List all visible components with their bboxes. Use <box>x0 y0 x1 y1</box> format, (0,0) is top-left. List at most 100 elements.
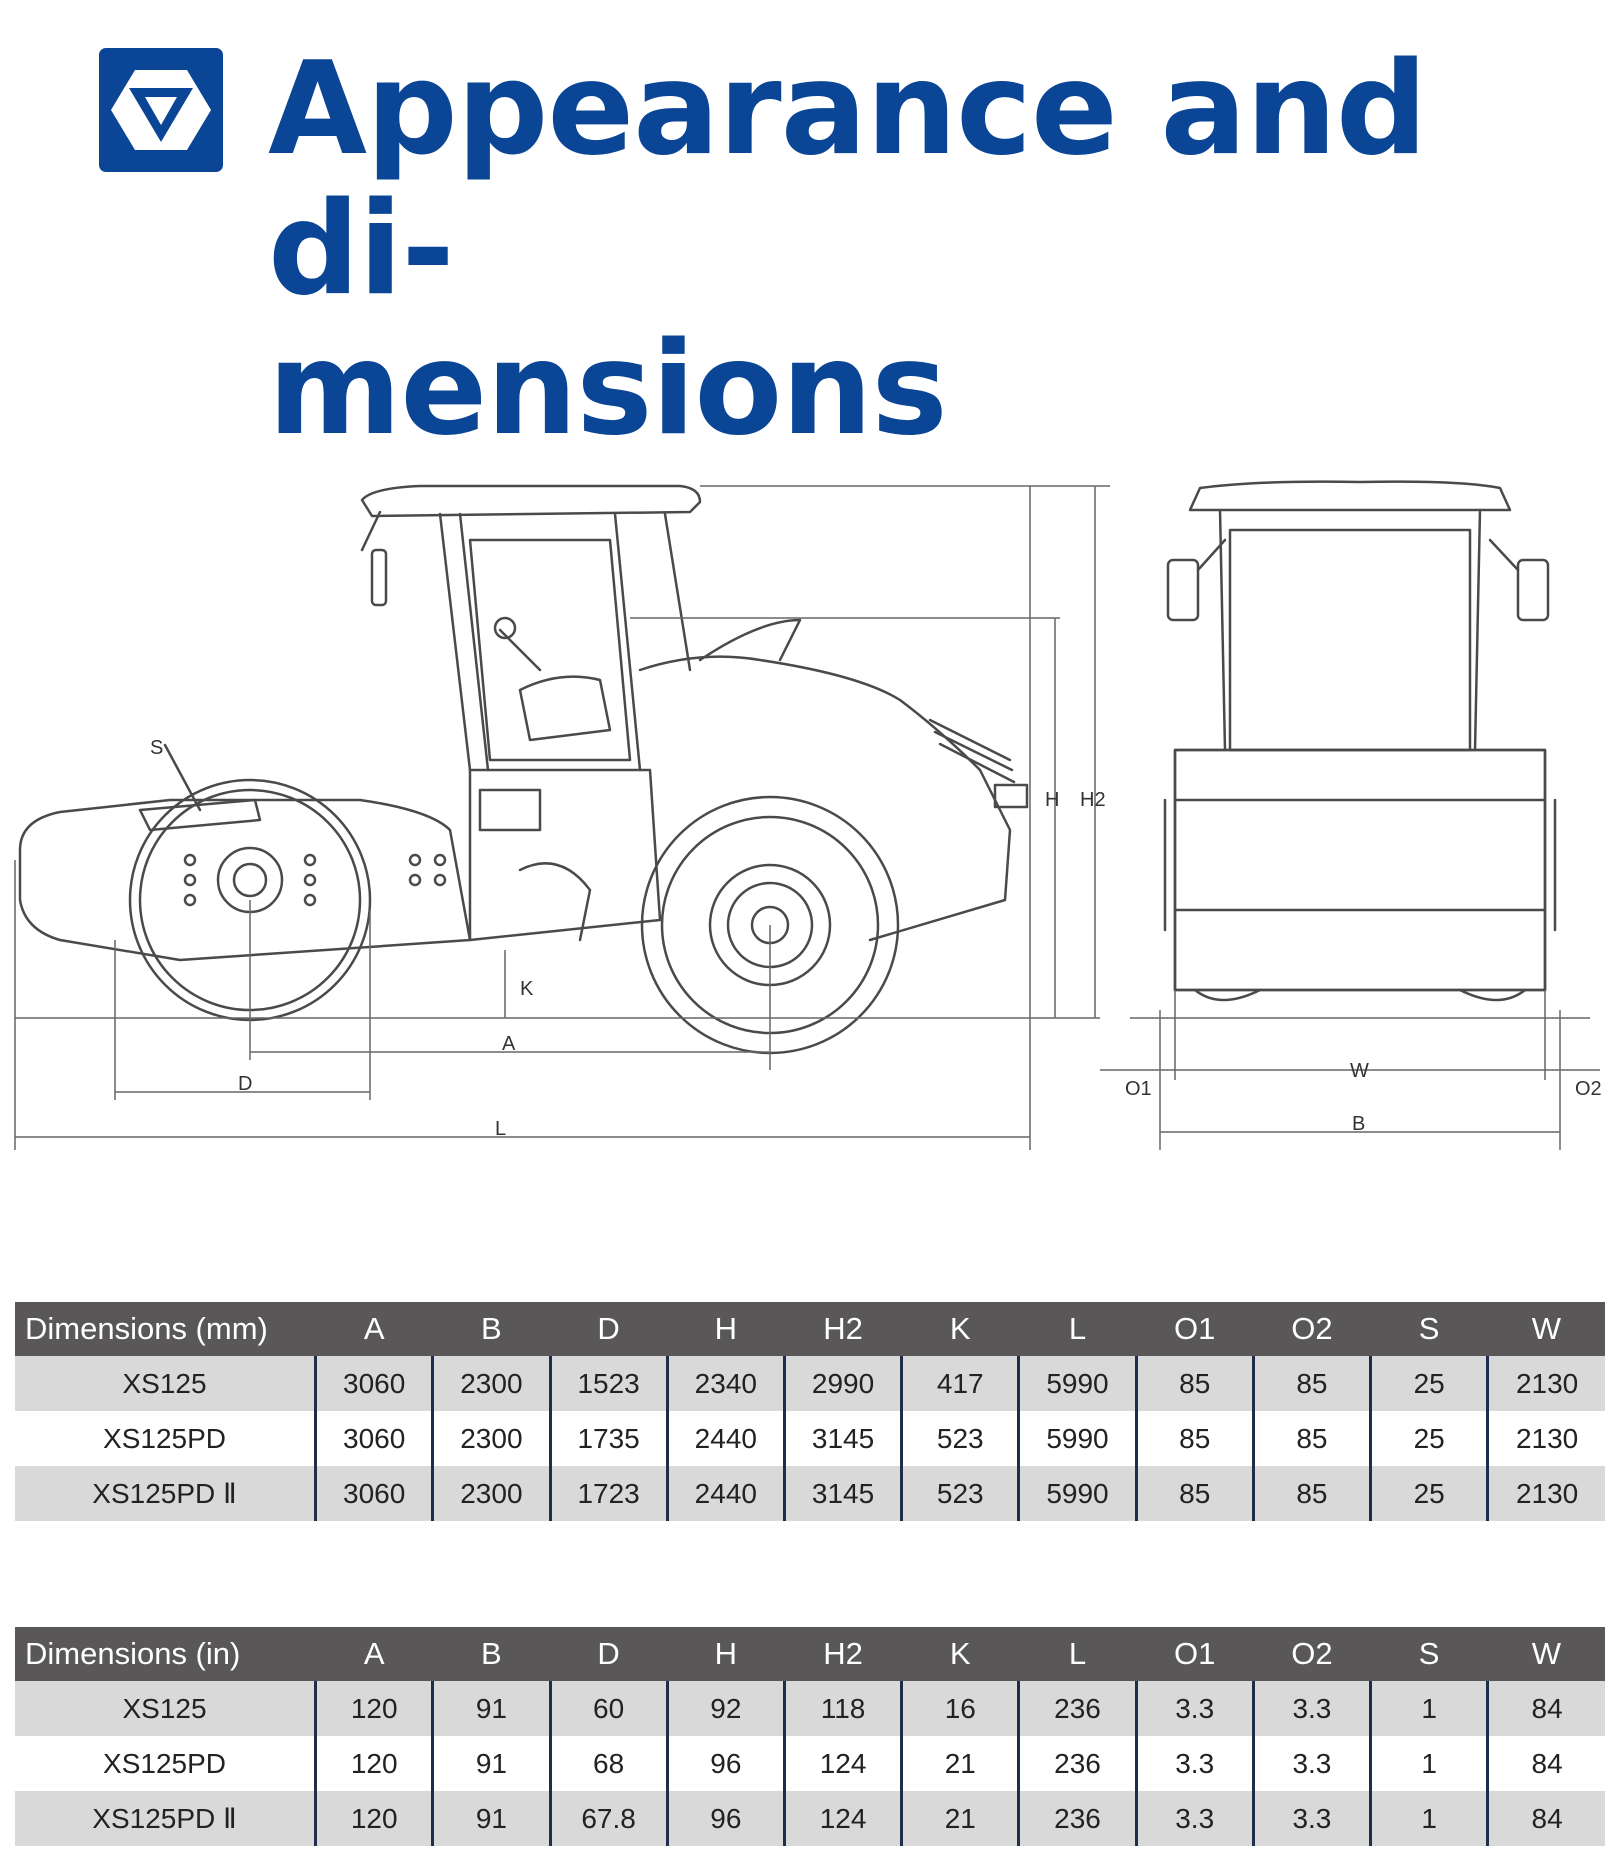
table-cell: 85 <box>1134 1411 1254 1466</box>
table-cell: 236 <box>1017 1736 1137 1791</box>
column-header: Dimensions (in) <box>15 1627 316 1681</box>
table-cell: 84 <box>1486 1736 1605 1791</box>
column-header: D <box>550 1302 668 1356</box>
table-cell: 523 <box>900 1411 1019 1466</box>
dim-label-b: B <box>1352 1113 1365 1135</box>
table-cell: 236 <box>1017 1681 1137 1736</box>
page-title-line-1: Appearance and di- <box>268 35 1427 324</box>
dim-label-w: W <box>1350 1060 1369 1082</box>
model-name-cell: XS125PD Ⅱ <box>15 1791 316 1846</box>
table-cell: 85 <box>1251 1411 1371 1466</box>
table-cell: 124 <box>782 1791 902 1846</box>
dim-label-o1: O1 <box>1125 1078 1152 1100</box>
table-cell: 3145 <box>782 1411 902 1466</box>
column-header: A <box>315 1302 433 1356</box>
roller-dimension-drawing: S H H2 K A D L O1 W O2 B <box>14 480 1602 1150</box>
page-title: Appearance and di- mensions <box>268 40 1598 460</box>
table-cell: 25 <box>1369 1466 1488 1521</box>
dim-label-l: L <box>495 1118 506 1140</box>
table-cell: 3.3 <box>1134 1681 1254 1736</box>
table-cell: 2300 <box>431 1466 550 1521</box>
column-header: Dimensions (mm) <box>15 1302 316 1356</box>
table-cell: 2340 <box>665 1356 785 1411</box>
table-cell: 2300 <box>431 1411 550 1466</box>
table-cell: 236 <box>1017 1791 1137 1846</box>
table-cell: 3.3 <box>1251 1681 1371 1736</box>
column-header: O2 <box>1253 1302 1371 1356</box>
page-title-line-2: mensions <box>268 315 948 464</box>
table-cell: 85 <box>1134 1466 1254 1521</box>
column-header: H2 <box>784 1627 902 1681</box>
side-view <box>18 484 1029 1055</box>
table-cell: 1 <box>1369 1736 1488 1791</box>
column-header: L <box>1018 1627 1137 1681</box>
table-cell: 92 <box>665 1681 785 1736</box>
column-header: D <box>550 1627 668 1681</box>
column-header: W <box>1487 1627 1605 1681</box>
dim-label-o2: O2 <box>1575 1078 1602 1100</box>
table-cell: 85 <box>1251 1356 1371 1411</box>
table-cell: 3.3 <box>1134 1791 1254 1846</box>
table-cell: 91 <box>431 1791 550 1846</box>
table-cell: 1735 <box>548 1411 668 1466</box>
column-header: H2 <box>784 1302 902 1356</box>
table-cell: 96 <box>665 1736 785 1791</box>
table-cell: 5990 <box>1017 1411 1137 1466</box>
column-header: W <box>1487 1302 1605 1356</box>
table-cell: 3060 <box>314 1411 433 1466</box>
table-cell: 2440 <box>665 1466 785 1521</box>
dim-label-h2: H2 <box>1080 789 1106 811</box>
table-cell: 25 <box>1369 1411 1488 1466</box>
table-cell: 3145 <box>782 1466 902 1521</box>
table-cell: 60 <box>548 1681 668 1736</box>
model-name-cell: XS125 <box>15 1356 316 1411</box>
column-header: L <box>1018 1302 1137 1356</box>
model-name-cell: XS125PD <box>103 1747 227 1779</box>
table-cell: 85 <box>1134 1356 1254 1411</box>
table-cell: 120 <box>314 1681 433 1736</box>
model-name-cell: XS125PD Ⅱ <box>15 1466 316 1521</box>
table-cell: 3.3 <box>1134 1736 1254 1791</box>
table-cell: 84 <box>1486 1791 1605 1846</box>
table-cell: 120 <box>314 1736 433 1791</box>
dim-label-s: S <box>150 737 163 759</box>
table-cell: 21 <box>900 1736 1019 1791</box>
table-cell: 3060 <box>314 1466 433 1521</box>
table-cell: 1 <box>1369 1681 1488 1736</box>
column-header: O1 <box>1136 1302 1254 1356</box>
table-cell: 417 <box>900 1356 1019 1411</box>
table-cell: 1 <box>1369 1791 1488 1846</box>
table-cell: 523 <box>900 1466 1019 1521</box>
column-header: K <box>901 1627 1019 1681</box>
table-cell: 2130 <box>1486 1356 1605 1411</box>
column-header: B <box>432 1302 550 1356</box>
dim-label-a: A <box>502 1033 516 1055</box>
column-header: A <box>315 1627 433 1681</box>
column-header: O2 <box>1253 1627 1371 1681</box>
table-cell: 85 <box>1251 1466 1371 1521</box>
column-header: O1 <box>1136 1627 1254 1681</box>
column-header: H <box>667 1302 785 1356</box>
model-name-cell: XS125PD <box>103 1422 227 1454</box>
table-cell: 118 <box>782 1681 902 1736</box>
column-header: S <box>1370 1302 1488 1356</box>
table-cell: 68 <box>548 1736 668 1791</box>
dim-label-h: H <box>1045 789 1059 811</box>
table-cell: 25 <box>1369 1356 1488 1411</box>
table-cell: 84 <box>1486 1681 1605 1736</box>
table-cell: 2130 <box>1486 1411 1605 1466</box>
table-cell: 3060 <box>314 1356 433 1411</box>
table-cell: 124 <box>782 1736 902 1791</box>
column-header: K <box>901 1302 1019 1356</box>
dim-label-k: K <box>520 978 534 1000</box>
table-cell: 3.3 <box>1251 1736 1371 1791</box>
table-cell: 2300 <box>431 1356 550 1411</box>
front-view <box>1163 480 1557 1002</box>
table-cell: 67.8 <box>548 1791 668 1846</box>
